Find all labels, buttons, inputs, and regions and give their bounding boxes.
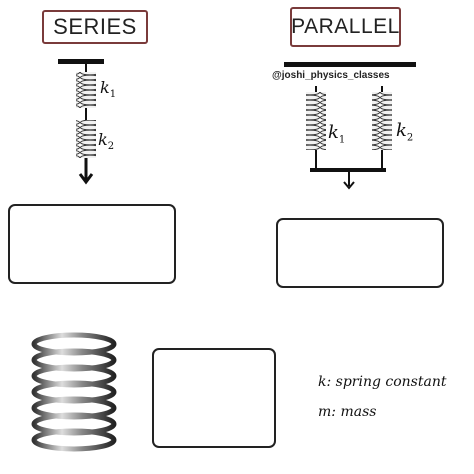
series-spring-k1 xyxy=(76,72,96,108)
parallel-arrow xyxy=(343,181,355,190)
legend-spring-constant: k: spring constant xyxy=(318,374,447,390)
series-k1-label: k1 xyxy=(100,78,117,101)
series-formula-box xyxy=(8,204,176,284)
series-ceiling xyxy=(58,59,104,64)
legend-mass: m: mass xyxy=(318,404,377,420)
omega-formula-box xyxy=(152,348,276,448)
series-spring-k2 xyxy=(76,120,96,158)
parallel-k2-label: k2 xyxy=(396,120,414,144)
series-title: SERIES xyxy=(42,10,148,44)
metal-spring-picture xyxy=(31,332,117,452)
parallel-ceiling xyxy=(284,62,416,67)
watermark-handle: @joshi_physics_classes xyxy=(272,70,390,81)
series-spring-system xyxy=(58,59,104,185)
parallel-bottom-bar xyxy=(310,168,386,172)
series-k2-label: k2 xyxy=(98,130,115,153)
parallel-spring-system xyxy=(284,62,416,190)
parallel-spring-k1 xyxy=(306,92,326,150)
parallel-k1-label: k1 xyxy=(328,122,346,146)
parallel-spring-k2 xyxy=(372,92,392,150)
parallel-title: PARALLEL xyxy=(290,7,401,47)
series-arrow xyxy=(78,173,94,185)
parallel-formula-box xyxy=(276,218,444,288)
